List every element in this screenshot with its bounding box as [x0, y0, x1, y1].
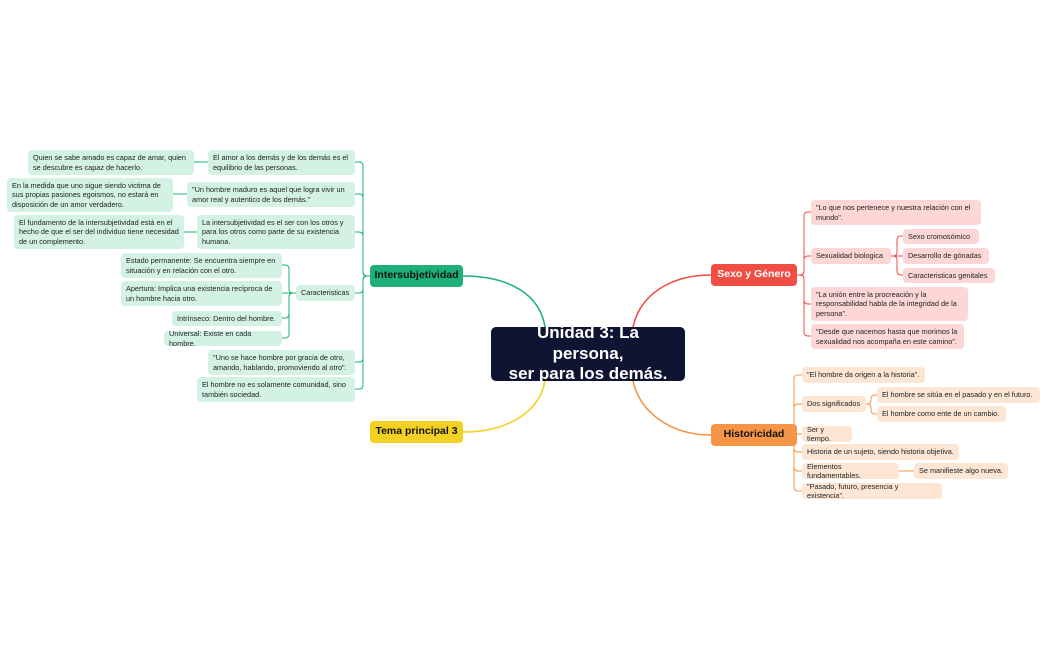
caracteristica-apertura[interactable]: Apertura: Implica una existencia recípro…	[121, 281, 282, 306]
central-topic-line-1: Unidad 3: La persona,	[536, 323, 639, 363]
link-sig-1	[866, 403, 877, 415]
detail-algo-nuevo[interactable]: Se manifieste algo nueva.	[914, 463, 1008, 479]
subtopic-hombre-maduro[interactable]: "Un hombre maduro es aquel que logra viv…	[187, 182, 355, 207]
subtopic-gracia-de-otro[interactable]: "Uno se hace hombre por gracia de otro, …	[208, 350, 355, 375]
subtopic-caracteristicas[interactable]: Caracteristicas	[296, 285, 355, 301]
link-center-tema	[462, 380, 546, 433]
detail-pasado-futuro[interactable]: El hombre se sitúa en el pasado y en el …	[877, 387, 1040, 403]
subtopic-origen-historia[interactable]: "El hombre da origen a la historia".	[802, 367, 925, 383]
detail-caracteristicas-genitales[interactable]: Caracteristicas genitales	[903, 268, 995, 283]
subtopic-elementos-fundamentables[interactable]: Elementos fundamentables.	[802, 462, 899, 480]
link-sexo-3	[797, 274, 811, 337]
subtopic-comunidad-sociedad[interactable]: El hombre no es solamente comunidad, sin…	[197, 377, 355, 402]
link-sig-0	[866, 394, 877, 405]
subtopic-ser-y-tiempo[interactable]: Ser y tiempo.	[802, 425, 852, 443]
link-inter-2	[355, 231, 370, 277]
central-topic[interactable]: Unidad 3: La persona,ser para los demás.	[491, 323, 685, 384]
detail-victima-pasiones[interactable]: En la medida que uno sigue siendo victim…	[7, 178, 173, 212]
link-sexo-1	[797, 255, 811, 276]
detail-quien-se-sabe-amado[interactable]: Quien se sabe amado es capaz de amar, qu…	[28, 150, 194, 175]
central-topic-line-2: ser para los demás.	[508, 364, 668, 384]
link-carac-3	[282, 292, 296, 339]
subtopic-ser-con-otros[interactable]: La intersubjetividad es el ser con los o…	[197, 215, 355, 249]
subtopic-pasado-futuro[interactable]: "Pasado, futuro, presencia y existencia"…	[802, 482, 942, 500]
link-bio-0	[891, 235, 903, 257]
detail-ente-cambio[interactable]: El hombre como ente de un cambio.	[877, 406, 1006, 422]
link-carac-0	[282, 264, 296, 294]
subtopic-amor-equilibrio[interactable]: El amor a los demás y de los demás es el…	[208, 150, 355, 175]
detail-desarrollo-gonadas[interactable]: Desarrollo de gónadas	[903, 248, 989, 264]
topic-tema-principal-3[interactable]: Tema principal 3	[370, 421, 463, 443]
link-bio-2	[891, 255, 903, 276]
link-center-historicidad	[632, 380, 712, 436]
subtopic-dos-significados[interactable]: Dos significados	[802, 396, 866, 412]
caracteristica-intrinseco[interactable]: Intrínseco: Dentro del hombre.	[172, 311, 282, 326]
subtopic-lo-que-nos-pertenece[interactable]: "Lo que nos pertenece y nuestra relación…	[811, 200, 981, 225]
caracteristica-universal[interactable]: Universal: Existe en cada hombre.	[164, 329, 282, 348]
topic-sexo-y-genero[interactable]: Sexo y Género	[711, 264, 797, 286]
subtopic-historia-sujeto[interactable]: Historia de un sujeto, siendo historia o…	[802, 444, 959, 460]
subtopic-desde-que-nacemos[interactable]: "Desde que nacemos hasta que morimos la …	[811, 324, 964, 349]
topic-intersubjetividad[interactable]: Intersubjetividad	[370, 265, 463, 287]
link-center-sexo	[632, 274, 712, 328]
detail-sexo-cromosomico[interactable]: Sexo cromosómico	[903, 229, 979, 244]
topic-historicidad[interactable]: Historicidad	[711, 424, 797, 446]
link-center-intersubjetividad	[462, 275, 546, 328]
caracteristica-estado-permanente[interactable]: Estado permanente: Se encuentra siempre …	[121, 253, 282, 278]
subtopic-sexualidad-biologica[interactable]: Sexualidad biologica	[811, 248, 891, 264]
subtopic-union-procreacion[interactable]: "La unión entre la procreación y la resp…	[811, 287, 968, 321]
detail-fundamento[interactable]: El fundamento de la intersubjetividad es…	[14, 215, 184, 249]
link-inter-5	[355, 275, 370, 390]
